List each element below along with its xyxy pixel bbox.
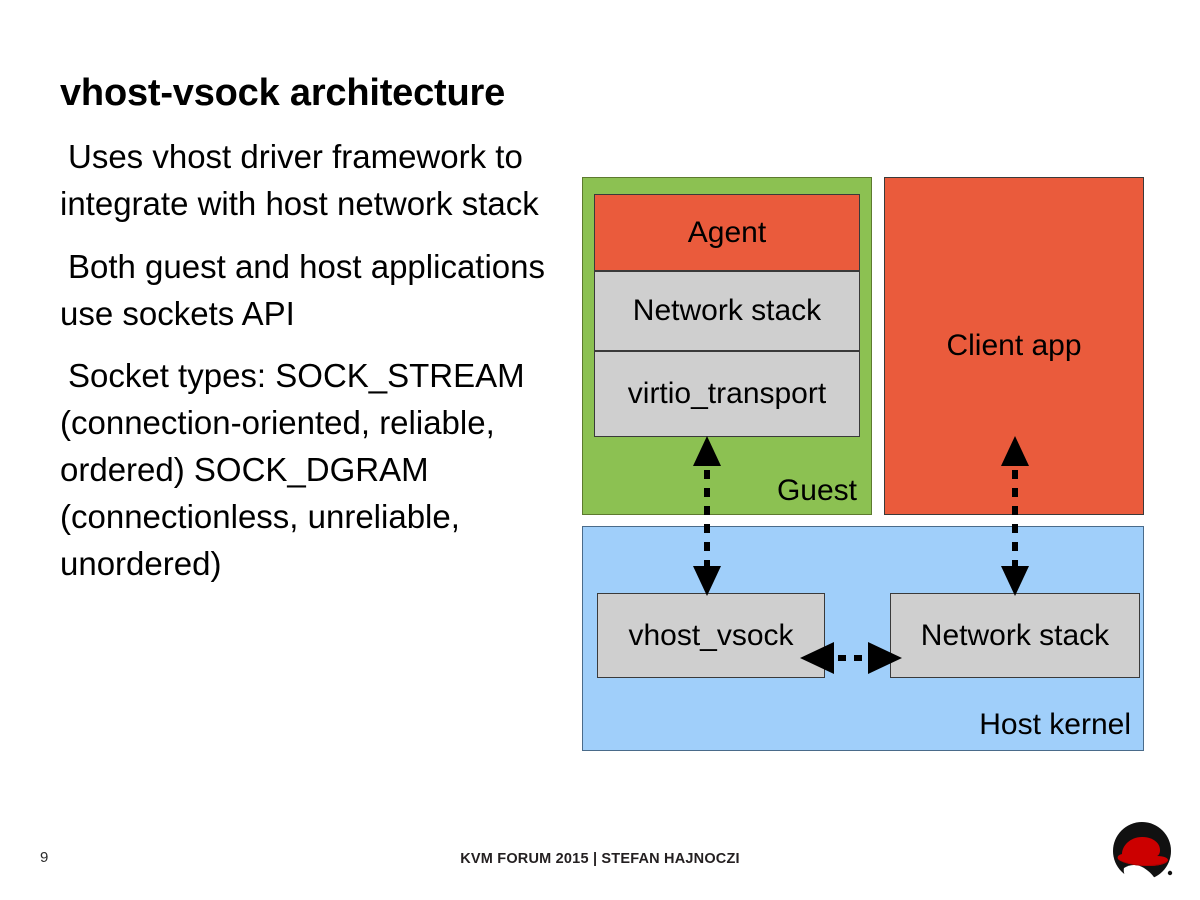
guest-label: Guest (776, 474, 857, 507)
page-number: 9 (40, 849, 49, 866)
bullet-item-3: Socket types: SOCK_STREAM (connection-or… (60, 357, 525, 582)
agent-box: Agent (594, 194, 860, 271)
red-hat-logo-icon (1113, 822, 1173, 881)
arrow-vhost-vsock-to-host-network-stack (800, 642, 902, 674)
arrow-client-app-to-host-network-stack (1001, 436, 1029, 596)
guest-network-stack-box: Network stack (594, 271, 860, 351)
bullet-list: Uses vhost driver framework to integrate… (60, 134, 580, 588)
host-kernel-label: Host kernel (979, 708, 1131, 741)
vhost-vsock-box: vhost_vsock (597, 593, 825, 678)
bullet-item-1: Uses vhost driver framework to integrate… (60, 138, 539, 222)
page-title: vhost-vsock architecture (60, 72, 506, 114)
virtio-transport-box: virtio_transport (594, 351, 860, 437)
arrow-virtio-transport-to-vhost-vsock (693, 436, 721, 596)
footer-text: KVM FORUM 2015 | STEFAN HAJNOCZI (460, 851, 740, 867)
host-network-stack-box: Network stack (890, 593, 1140, 678)
bullet-item-2: Both guest and host applications use soc… (60, 247, 546, 332)
